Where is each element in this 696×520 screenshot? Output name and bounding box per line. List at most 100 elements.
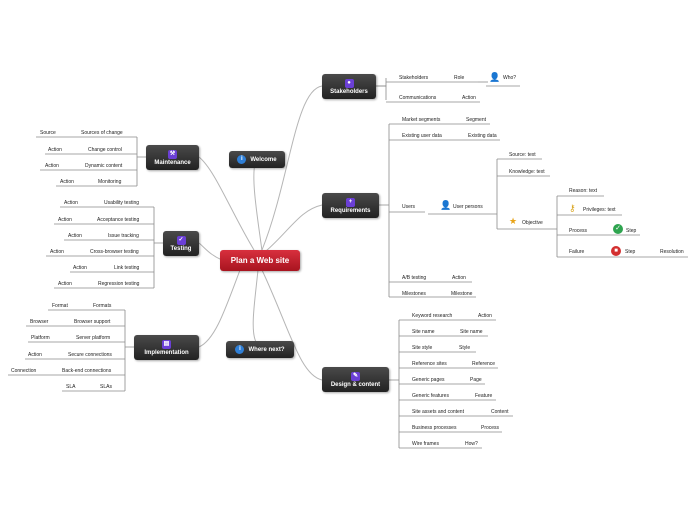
ab-testing-label[interactable]: A/B testing: [402, 275, 427, 281]
existing-user-data-label[interactable]: Existing user data: [402, 133, 442, 139]
milestones-label[interactable]: Milestones: [402, 291, 426, 297]
testing-row-a[interactable]: Usability testing: [104, 200, 140, 206]
key-icon: ⚷: [569, 203, 576, 213]
maintenance-row-b[interactable]: Action: [60, 179, 74, 185]
connector-implementation: [198, 269, 241, 348]
maintenance-row-a[interactable]: Dynamic content: [85, 163, 123, 169]
testing-row-a[interactable]: Regression testing: [98, 281, 140, 287]
wrench-icon: ⚒: [168, 149, 177, 159]
stakeholders-label[interactable]: Stakeholders: [399, 75, 429, 81]
maintenance-row-b[interactable]: Action: [48, 147, 62, 153]
failure-label[interactable]: Failure: [569, 249, 585, 255]
pencil-icon: ✎: [351, 371, 360, 381]
design-row-a[interactable]: Keyword research: [412, 313, 453, 319]
design-row-b[interactable]: Process: [481, 425, 500, 431]
persona-icon: 👤: [440, 200, 452, 210]
implementation-row-a[interactable]: Browser support: [74, 319, 111, 325]
testing-row-a[interactable]: Cross-browser testing: [90, 249, 139, 255]
testing-row-b[interactable]: Action: [50, 249, 64, 255]
document-icon: ▤: [162, 339, 171, 349]
maintenance-topic[interactable]: ⚒Maintenance: [146, 145, 199, 170]
design-row-b[interactable]: Site name: [460, 329, 483, 335]
check-icon: ✓: [613, 224, 623, 234]
connector-where-next: [252, 269, 259, 343]
market-segments-label[interactable]: Market segments: [402, 117, 441, 123]
existing-data-label[interactable]: Existing data: [468, 133, 497, 139]
design-row-a[interactable]: Reference sites: [412, 361, 447, 367]
process-label[interactable]: Process: [569, 228, 588, 234]
segment-label[interactable]: Segment: [466, 117, 487, 123]
design-row-b[interactable]: Style: [459, 345, 471, 351]
connector-design: [261, 269, 323, 381]
testing-row-b[interactable]: Action: [58, 217, 72, 223]
testing-row-b[interactable]: Action: [58, 281, 72, 287]
connector-stakeholders: [261, 85, 323, 251]
design-row-a[interactable]: Site assets and content: [412, 409, 464, 415]
objective-label[interactable]: Objective: [522, 220, 543, 226]
implementation-row-b[interactable]: SLA: [66, 384, 76, 390]
knowledge-text-label[interactable]: Knowledge: text: [509, 169, 545, 175]
design-row-a[interactable]: Generic features: [412, 393, 449, 399]
design-row-a[interactable]: Site style: [412, 345, 433, 351]
implementation-row-b[interactable]: Connection: [11, 368, 37, 374]
requirements-topic[interactable]: +Requirements: [322, 193, 379, 218]
source-text-label[interactable]: Source: text: [509, 152, 536, 158]
users-label[interactable]: Users: [402, 204, 416, 210]
design-row-a[interactable]: Business processes: [412, 425, 457, 431]
design-row-b[interactable]: Content: [491, 409, 509, 415]
testing-row-b[interactable]: Action: [64, 200, 78, 206]
communications-action-label[interactable]: Action: [462, 95, 476, 101]
user-persons-label[interactable]: User persons: [453, 204, 483, 210]
design-row-b[interactable]: Reference: [472, 361, 496, 367]
design-row-b[interactable]: Page: [470, 377, 482, 383]
implementation-row-a[interactable]: SLAs: [100, 384, 112, 390]
implementation-row-a[interactable]: Server platform: [76, 335, 111, 341]
stakeholders-topic[interactable]: ●Stakeholders: [322, 74, 376, 99]
maintenance-row-a[interactable]: Change control: [88, 147, 122, 153]
requirements-icon: +: [346, 197, 355, 207]
design-row-b[interactable]: Feature: [475, 393, 493, 399]
ab-action-label[interactable]: Action: [452, 275, 466, 281]
connector-testing: [198, 242, 223, 261]
reason-text-label[interactable]: Reason: text: [569, 188, 598, 194]
root-topic[interactable]: Plan a Web site: [220, 250, 300, 271]
maintenance-row-b[interactable]: Action: [45, 163, 59, 169]
design-row-a[interactable]: Wire frames: [412, 441, 439, 447]
maintenance-row-a[interactable]: Sources of change: [81, 130, 123, 136]
implementation-row-b[interactable]: Browser: [30, 319, 49, 325]
resolution-label[interactable]: Resolution: [660, 249, 684, 255]
info-icon: i: [235, 345, 245, 354]
implementation-topic[interactable]: ▤Implementation: [134, 335, 199, 360]
milestone-label[interactable]: Milestone: [451, 291, 473, 297]
implementation-row-a[interactable]: Formats: [93, 303, 112, 309]
testing-row-b[interactable]: Action: [73, 265, 87, 271]
process-step-label[interactable]: Step: [626, 228, 637, 234]
implementation-row-b[interactable]: Action: [28, 352, 42, 358]
connector-maintenance: [198, 156, 255, 251]
design-row-b[interactable]: How?: [465, 441, 478, 447]
role-label[interactable]: Role: [454, 75, 465, 81]
design-row-a[interactable]: Site name: [412, 329, 435, 335]
maintenance-row-b[interactable]: Source: [40, 130, 56, 136]
testing-row-b[interactable]: Action: [68, 233, 82, 239]
maintenance-row-a[interactable]: Monitoring: [98, 179, 122, 185]
person-icon: 👤: [489, 72, 501, 82]
design-row-a[interactable]: Generic pages: [412, 377, 445, 383]
who-label[interactable]: Who?: [503, 75, 517, 81]
implementation-row-b[interactable]: Platform: [31, 335, 50, 341]
implementation-row-a[interactable]: Secure connections: [68, 352, 112, 358]
privileges-text-label[interactable]: Privileges: text: [583, 207, 616, 213]
design-content-topic[interactable]: ✎Design & content: [322, 367, 389, 392]
design-row-b[interactable]: Action: [478, 313, 492, 319]
communications-label[interactable]: Communications: [399, 95, 437, 101]
testing-row-a[interactable]: Issue tracking: [108, 233, 139, 239]
implementation-row-b[interactable]: Format: [52, 303, 68, 309]
testing-row-a[interactable]: Acceptance testing: [97, 217, 140, 223]
testing-topic[interactable]: ✓Testing: [163, 231, 199, 256]
failure-step-label[interactable]: Step: [625, 249, 636, 255]
implementation-row-a[interactable]: Back-end connections: [62, 368, 112, 374]
testing-row-a[interactable]: Link testing: [114, 265, 140, 271]
